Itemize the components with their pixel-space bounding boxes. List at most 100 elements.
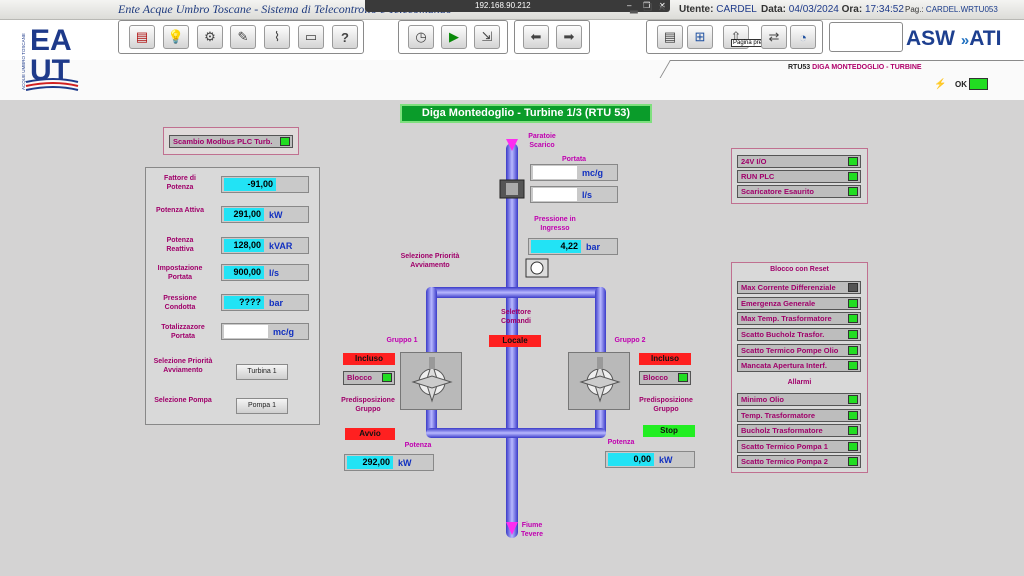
group1-potenza-unit: kW (398, 457, 412, 468)
remote-session-bar[interactable]: 192.168.90.212 – ❐ ✕ (365, 0, 670, 12)
group2-potenza-label: Potenza (607, 439, 635, 446)
rtu-label: RTU53 DIGA MONTEDOGLIO - TURBINE (788, 64, 922, 71)
alarm-row: Mancata Apertura Interf. (737, 359, 861, 372)
play-icon: ▶ (449, 29, 459, 44)
alarm-label: Max Corrente Differenziale (741, 283, 836, 292)
status-led (848, 172, 858, 181)
priority-label: Selezione Priorità Avviamento (153, 358, 213, 374)
page-title: Diga Montedoglio - Turbine 1/3 (RTU 53) (400, 104, 652, 123)
group1-blocco: Blocco (343, 371, 395, 385)
user-label: Utente: (679, 4, 714, 15)
signal-button[interactable]: ⇲ (474, 25, 500, 49)
group1-potenza-value: 292,00 (347, 456, 393, 469)
alarm-label: Scatto Termico Pompa 1 (741, 442, 828, 451)
clock-button[interactable]: ◷ (408, 25, 434, 49)
group2-potenza-value: 0,00 (608, 453, 654, 466)
link-icon: ⇄ (768, 29, 780, 44)
print-icon: ▭ (304, 29, 318, 44)
alarm-label: Emergenza Generale (741, 299, 816, 308)
portata-mcg-unit: mc/g (582, 167, 604, 178)
active-power-field: 291,00 kW (221, 206, 309, 223)
row-label-power-factor: Fattore di Potenza (164, 175, 196, 191)
alarm-led (848, 283, 858, 292)
alarm-row: Scatto Termico Pompa 2 (737, 455, 861, 468)
portata-ls-field: l/s (530, 186, 618, 203)
forward-button[interactable]: ➡ (556, 25, 582, 49)
row-label-active-power: Potenza Attiva (156, 207, 204, 214)
reactive-power-value: 128,00 (224, 239, 264, 252)
network-button[interactable]: ⊞ (687, 25, 713, 49)
group1-predisposizione: Predisposizione Gruppo (341, 397, 395, 413)
help-button[interactable]: ? (332, 25, 358, 49)
alarm-led (848, 411, 858, 420)
clock-icon: ◷ (415, 29, 427, 44)
alarm-led (848, 330, 858, 339)
modbus-label: Scambio Modbus PLC Turb. (173, 137, 273, 146)
alarm-led (848, 457, 858, 466)
measurements-panel: Fattore di Potenza -91,00 Potenza Attiva… (145, 167, 320, 425)
pump-select-button[interactable]: Pompa 1 (236, 398, 288, 414)
flow-total-field: mc/g (221, 323, 309, 340)
turbine-icon (411, 357, 453, 403)
group1-incluso: Incluso (343, 353, 395, 365)
turbine-priority-button[interactable]: Turbina 1 (236, 364, 288, 380)
alarm-row: Bucholz Trasformatore (737, 424, 861, 437)
window-controls[interactable]: ▂ ❐ ✕ (630, 3, 667, 14)
minimize-icon[interactable]: – (627, 1, 632, 10)
priority-start-label: Selezione Priorità Avviamento (400, 253, 460, 269)
group2-incluso: Incluso (639, 353, 691, 365)
edit-button[interactable]: ✎ (230, 25, 256, 49)
rtu-name: DIGA MONTEDOGLIO - TURBINE (812, 64, 922, 71)
back-button[interactable]: ⬅ (523, 25, 549, 49)
gauge-icon: ◔ (799, 29, 807, 45)
portata-mcg-value (533, 166, 577, 179)
group1-state: Avvio (345, 428, 395, 440)
link-button[interactable]: ⇄ (761, 25, 787, 49)
asw-ati-logo: ASW »ATI (906, 27, 1001, 51)
settings-button[interactable]: ⚙ (197, 25, 223, 49)
alarm-led (848, 442, 858, 451)
pencil-icon: ✎ (237, 29, 249, 44)
alarms-title: Allarmi (787, 379, 812, 386)
group2-predisposizione: Predisposizione Gruppo (639, 397, 693, 413)
alarm-row: Scatto Bucholz Trasfor. (737, 328, 861, 341)
play-button[interactable]: ▶ (441, 25, 467, 49)
group1-title: Gruppo 1 (386, 337, 418, 344)
paratoie-label: Paratoie Scarico (528, 133, 556, 149)
restore-icon[interactable]: ❐ (643, 1, 651, 10)
document-icon: ▤ (663, 29, 677, 44)
active-power-unit: kW (269, 209, 283, 220)
status-ok: OK (955, 80, 967, 89)
time-label: Ora: (841, 4, 863, 15)
print-button[interactable]: ▭ (298, 25, 324, 49)
status-row: RUN PLC (737, 170, 861, 183)
status-label: Scaricatore Esaurito (741, 187, 814, 196)
status-led (848, 157, 858, 166)
chart-icon: ⌇ (273, 29, 281, 44)
alarm-row: Minimo Olio (737, 393, 861, 406)
arrow-right-icon: ➡ (563, 29, 575, 44)
group2-state: Stop (643, 425, 695, 437)
power-factor-value: -91,00 (224, 178, 276, 191)
date-time: Data: 04/03/2024 Ora: 17:34:52 (761, 4, 904, 15)
group2-potenza-unit: kW (659, 454, 673, 465)
document-button[interactable]: ▤ (657, 25, 683, 49)
modbus-led (280, 137, 290, 146)
alarm-led (848, 346, 858, 355)
close-icon[interactable]: ✕ (659, 1, 666, 10)
title-bar: Ente Acque Umbro Toscane - Sistema di Te… (0, 0, 1024, 20)
alarm-label: Bucholz Trasformatore (741, 426, 823, 435)
group2-turbine (568, 352, 630, 410)
alarm-bulb-button[interactable]: 💡 (163, 25, 189, 49)
search-box[interactable] (829, 22, 903, 52)
alarm-list-button[interactable]: ▤ (129, 25, 155, 49)
alarm-row: Scatto Termico Pompa 1 (737, 440, 861, 453)
alarm-list-icon: ▤ (135, 29, 149, 44)
trend-button[interactable]: ⌇ (264, 25, 290, 49)
active-power-value: 291,00 (224, 208, 264, 221)
group2-potenza-field: 0,00 kW (605, 451, 695, 468)
gauge-button[interactable]: ◔ (790, 25, 816, 49)
page-info: Pag.: CARDEL.WRTU053 (905, 5, 998, 14)
lower-branch-pipe (426, 428, 606, 438)
alarm-label: Minimo Olio (741, 395, 784, 404)
